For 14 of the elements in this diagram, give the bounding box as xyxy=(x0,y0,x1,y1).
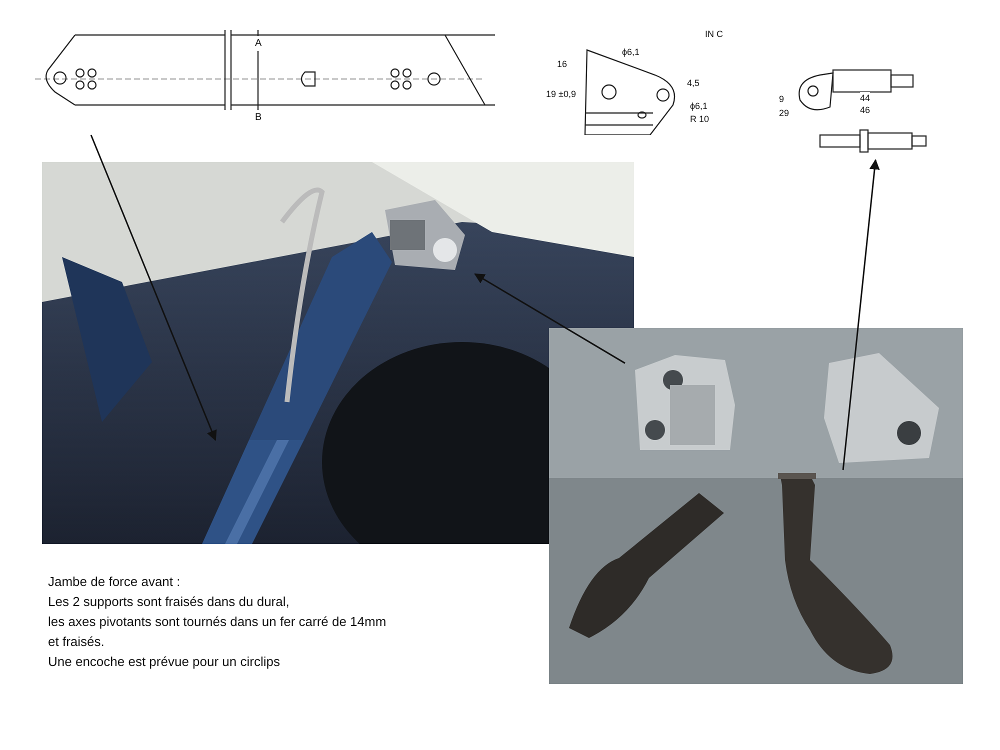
arrow xyxy=(474,273,626,364)
dimension-label: 4,5 xyxy=(687,77,700,90)
dimension-label: ϕ6,1 xyxy=(622,46,640,60)
description-text: Jambe de force avant : xyxy=(48,573,180,591)
description-text: Les 2 supports sont fraisés dans du dural, xyxy=(48,593,290,611)
section-mark: A xyxy=(255,36,262,51)
description-text: Une encoche est prévue pour un circlips xyxy=(48,653,280,671)
dimension-label: 19 ±0,9 xyxy=(546,88,576,102)
strut-photo xyxy=(42,162,634,544)
arrow xyxy=(842,158,880,470)
arrow xyxy=(90,134,217,441)
parts-photo xyxy=(549,328,963,684)
dimension-label: ϕ6,1 xyxy=(690,100,708,114)
description-text: les axes pivotants sont tournés dans un fer carré de 14mm et fraisés. xyxy=(48,613,388,650)
